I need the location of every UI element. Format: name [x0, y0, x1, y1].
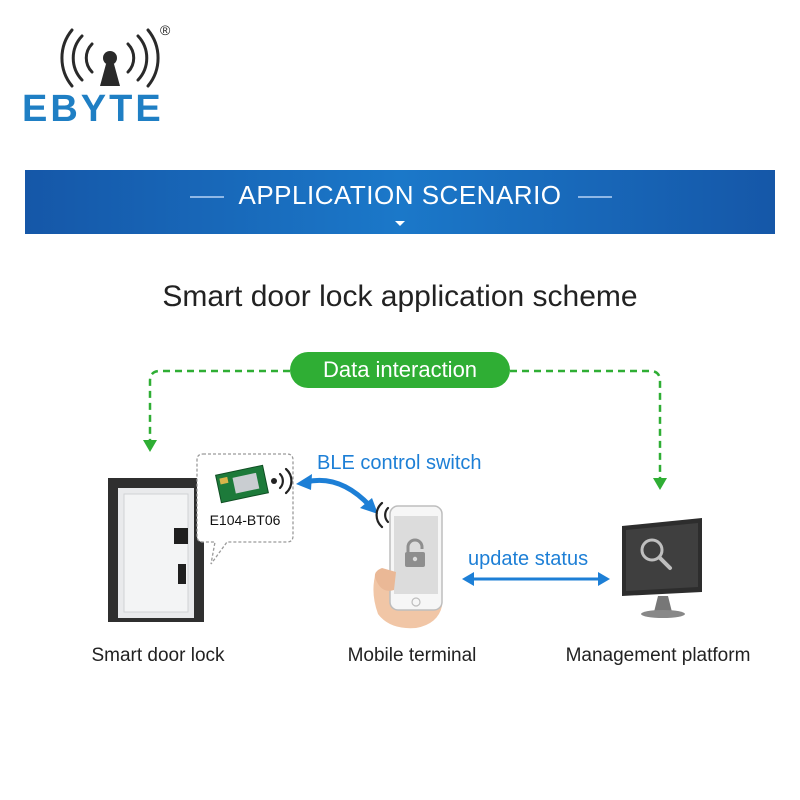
chevron-down-icon [395, 221, 405, 226]
module-chip-icon [215, 464, 269, 504]
monitor-icon [622, 518, 702, 618]
lock-icon [405, 538, 425, 567]
brand-name: EBYTE [22, 88, 164, 130]
door-icon [108, 478, 204, 622]
banner-dash-right [578, 196, 612, 198]
ble-arrow [296, 474, 378, 514]
update-label: update status [468, 548, 589, 570]
ebyte-logo-icon [60, 28, 160, 88]
magnifier-icon [640, 538, 672, 570]
banner-title: APPLICATION SCENARIO [238, 180, 562, 210]
module-label: E104-BT06 [209, 512, 281, 528]
door-label: Smart door lock [91, 645, 225, 666]
signal-waves-icon [271, 467, 293, 495]
banner-dash-left [190, 196, 224, 198]
platform-label: Management platform [565, 645, 751, 666]
registered-mark: ® [160, 22, 171, 38]
update-arrow [462, 572, 610, 586]
ble-label: BLE control switch [317, 452, 482, 474]
mobile-label: Mobile terminal [347, 645, 477, 666]
scheme-title: Smart door lock application scheme [162, 280, 638, 313]
data-interaction-pill: Data interaction [290, 352, 510, 388]
